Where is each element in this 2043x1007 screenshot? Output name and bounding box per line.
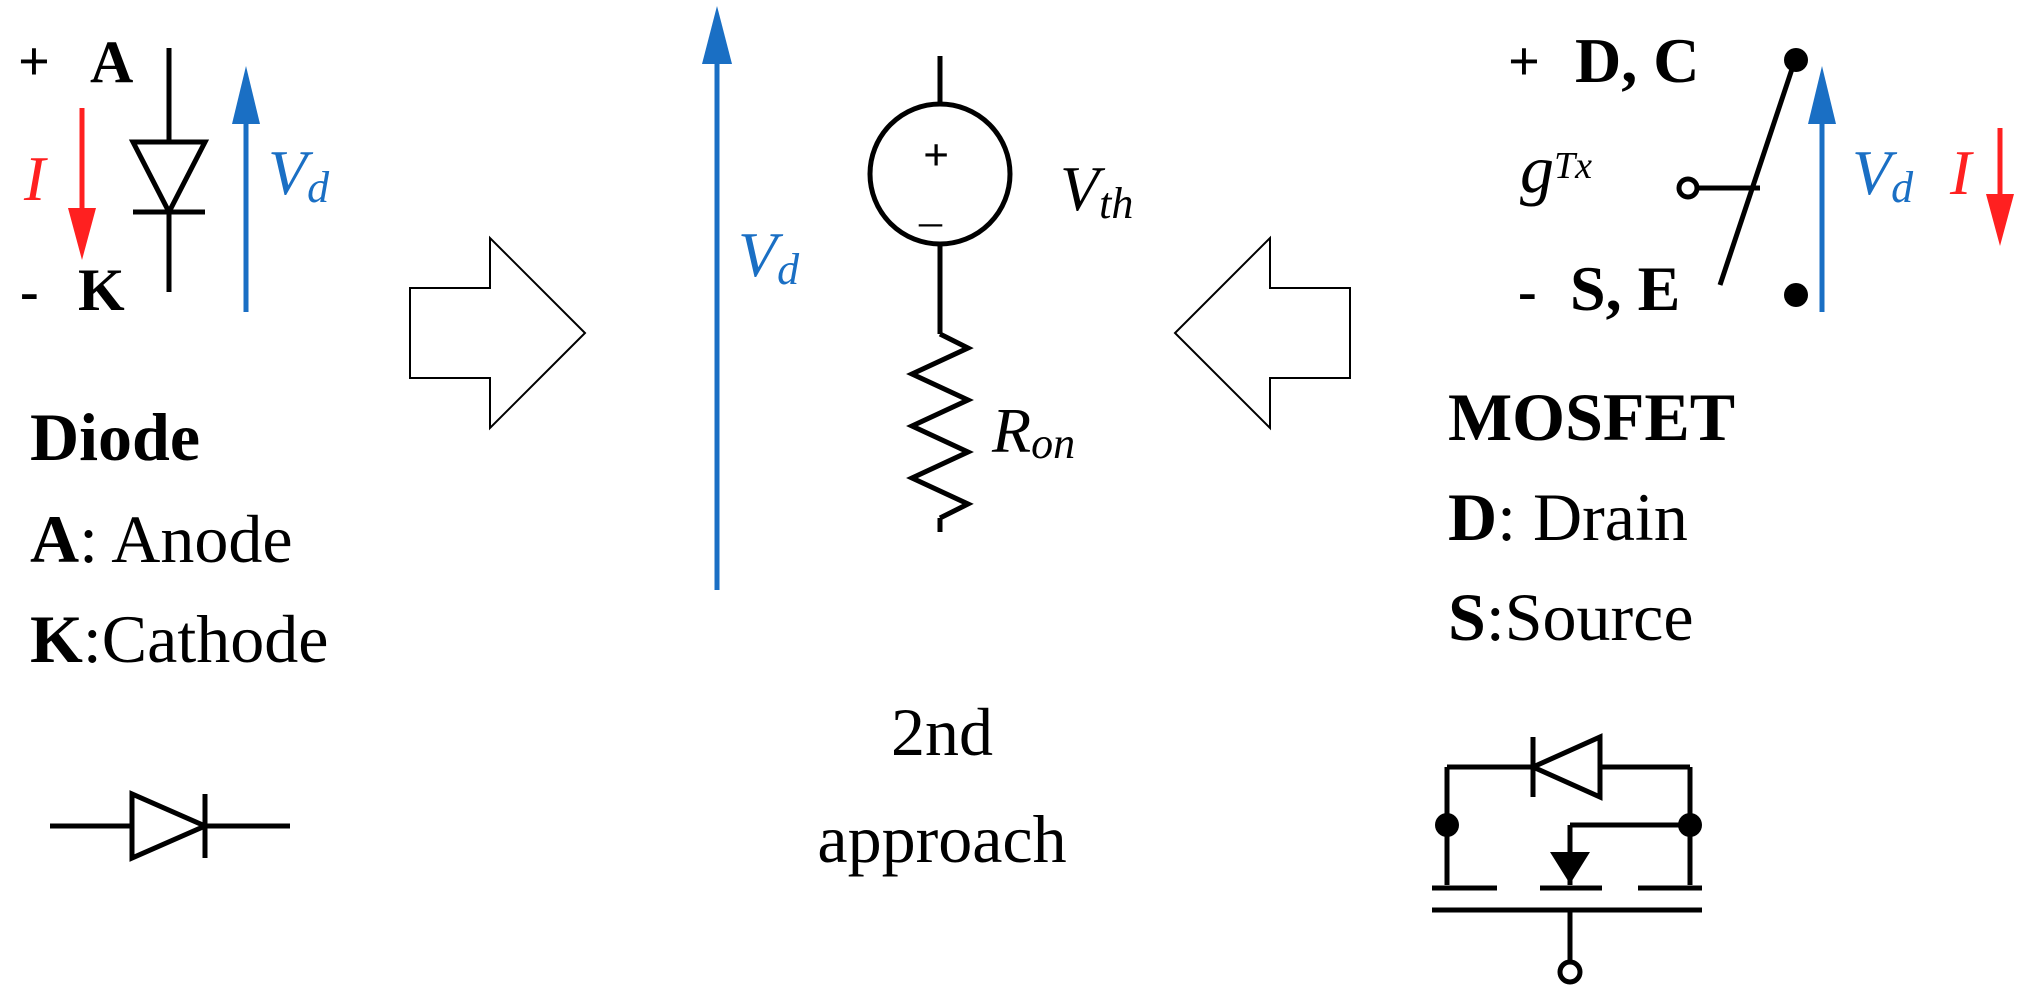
mosfet-bottom-terminals-label: S, E xyxy=(1570,253,1680,324)
mosfet-left-junction-dot xyxy=(1435,813,1459,837)
mosfet-minus-sign: - xyxy=(1518,261,1537,323)
resistor-symbol xyxy=(906,331,974,521)
mosfet-voltage-label: Vd xyxy=(1852,137,1914,212)
mosfet-body-arrow xyxy=(1550,852,1590,884)
diode-cathode-label: K xyxy=(78,257,125,323)
mosfet-right-junction-dot xyxy=(1678,813,1702,837)
mosfet-current-arrow xyxy=(1986,128,2014,246)
approach-caption-line1: 2nd xyxy=(891,694,993,770)
diode-horizontal-symbol-icon xyxy=(50,790,290,862)
diode-minus-sign: - xyxy=(20,261,39,323)
mosfet-section: + D, C - S, E gTx Vd I MOSFET D: Drain S… xyxy=(1432,25,2014,985)
mosfet-voltage-arrow xyxy=(1808,66,1836,312)
diode-voltage-arrow xyxy=(232,66,260,312)
diode-title: Diode xyxy=(30,399,200,475)
diode-plus-sign: + xyxy=(18,31,50,93)
diode-anode-label: A xyxy=(90,29,133,95)
diode-vertical-symbol xyxy=(128,48,210,292)
mosfet-legend-drain: D: Drain xyxy=(1448,479,1688,555)
diode-current-arrow xyxy=(68,108,96,260)
diode-legend-anode: A: Anode xyxy=(30,501,293,577)
mosfet-plus-sign: + xyxy=(1508,31,1540,93)
mosfet-legend-source: S:Source xyxy=(1448,579,1694,655)
source-plus-sign: + xyxy=(923,129,949,180)
drain-terminal-dot xyxy=(1784,48,1808,72)
diode-voltage-label: Vd xyxy=(268,137,330,212)
vth-label: Vth xyxy=(1060,153,1133,228)
mosfet-switch-symbol xyxy=(1676,59,1798,286)
mosfet-symbol-icon xyxy=(1432,733,1702,985)
source-minus-sign: – xyxy=(918,195,943,246)
mosfet-current-symbol: I xyxy=(1949,137,1974,208)
ron-label: Ron xyxy=(991,395,1075,468)
model-section: Vd + – Vth Ron 2nd approach xyxy=(702,6,1133,877)
approach-caption-line2: approach xyxy=(817,801,1066,877)
mosfet-top-terminals-label: D, C xyxy=(1575,25,1699,96)
model-voltage-arrow xyxy=(702,6,732,590)
diode-current-symbol: I xyxy=(23,143,48,214)
gate-label: gTx xyxy=(1520,131,1592,207)
left-block-arrow-icon xyxy=(1173,235,1351,431)
right-block-arrow-icon xyxy=(409,235,587,431)
diode-legend-cathode: K:Cathode xyxy=(30,601,328,677)
model-voltage-label: Vd xyxy=(738,219,800,294)
model-circuit xyxy=(867,56,1013,532)
mosfet-title: MOSFET xyxy=(1448,379,1735,455)
source-terminal-dot xyxy=(1784,283,1808,307)
diode-section: + A - K I Vd Diode A: Anode K:Cathode xyxy=(18,29,330,862)
